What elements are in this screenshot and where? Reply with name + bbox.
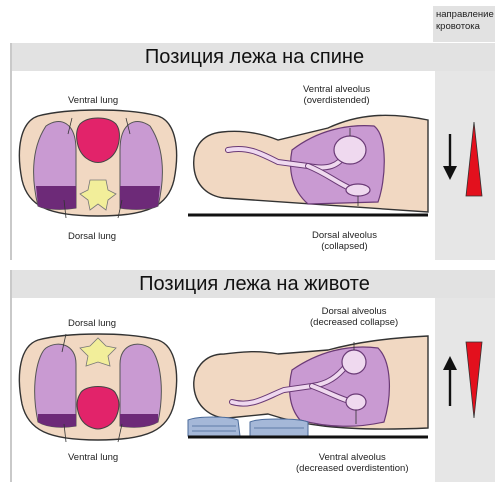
prone-flow-indicator	[440, 340, 490, 420]
flow-direction-header: направление кровотока	[433, 6, 495, 42]
supine-title: Позиция лежа на спине	[12, 43, 495, 71]
prone-dorsal-alveolus-label: Dorsal alveolus (decreased collapse)	[310, 306, 398, 328]
prone-title: Позиция лежа на животе	[12, 270, 495, 298]
supine-dorsal-alveolus-label: Dorsal alveolus (collapsed)	[312, 230, 377, 252]
supine-sagittal-illustration	[188, 110, 428, 220]
flow-header-line2: кровотока	[436, 21, 495, 33]
prone-dorsal-lung-label: Dorsal lung	[68, 318, 116, 329]
pillow-support	[250, 419, 308, 436]
down-arrow-head-icon	[443, 166, 457, 180]
prone-cross-section-illustration	[18, 334, 178, 444]
prone-ventral-lung-label: Ventral lung	[68, 452, 118, 463]
prone-sagittal-illustration	[188, 336, 428, 441]
supine-cross-section-illustration	[18, 110, 178, 220]
up-arrow-head-icon	[443, 356, 457, 370]
supine-dorsal-lung-label: Dorsal lung	[68, 231, 116, 242]
blood-flow-gradient-wedge	[466, 342, 482, 418]
pillow-support	[188, 417, 240, 436]
supine-flow-indicator	[440, 120, 490, 200]
supine-ventral-lung-label: Ventral lung	[68, 95, 118, 106]
flow-header-line1: направление	[436, 9, 495, 21]
prone-ventral-alveolus-label: Ventral alveolus (decreased overdistenti…	[296, 452, 408, 474]
blood-flow-gradient-wedge	[466, 122, 482, 196]
supine-ventral-alveolus-label: Ventral alveolus (overdistended)	[303, 84, 370, 106]
